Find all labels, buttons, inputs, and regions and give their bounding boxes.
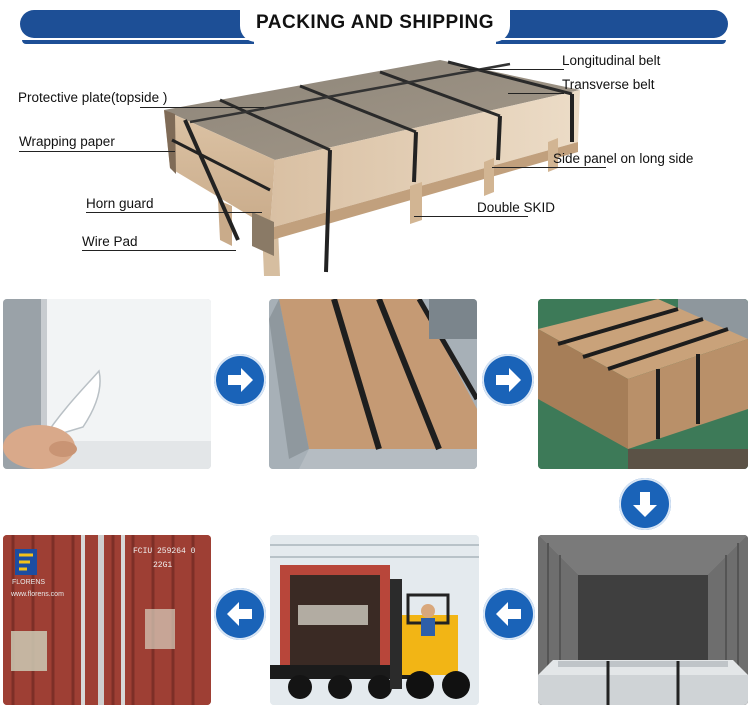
banner-title-box: PACKING AND SHIPPING (240, 4, 510, 42)
leader-wrapping-paper (19, 151, 175, 152)
leader-transverse-belt (508, 93, 564, 94)
leader-protective-plate (140, 107, 264, 108)
arrow-right-icon (214, 354, 266, 406)
arrow-right-icon (482, 354, 534, 406)
label-wire-pad: Wire Pad (82, 234, 138, 249)
container-website-text: www.florens.com (11, 591, 64, 598)
photo-forklift-loading (270, 535, 479, 705)
banner-stripe-left (22, 40, 254, 44)
leader-longitudinal-belt (460, 69, 564, 70)
pallet-long-side (270, 90, 580, 228)
page-title: PACKING AND SHIPPING (255, 12, 495, 33)
leader-wire-pad (82, 250, 236, 251)
leader-double-skid (414, 216, 528, 217)
leader-horn-guard (86, 212, 262, 213)
arrow-left-icon (483, 588, 535, 640)
arrow-down-icon (619, 478, 671, 530)
label-longitudinal-belt: Longitudinal belt (562, 53, 661, 68)
banner-bar-right (500, 10, 728, 38)
label-wrapping-paper: Wrapping paper (19, 134, 115, 149)
banner-stripe-right (496, 40, 726, 44)
container-code-text: 22G1 (153, 561, 173, 570)
photo-strapped-plates (269, 299, 477, 469)
photo-container-door: FLORENS www.florens.com FCIU 259264 0 22… (3, 535, 211, 705)
pallet-diagram: Longitudinal belt Transverse belt Protec… (0, 50, 750, 290)
leader-side-panel (492, 167, 606, 168)
photo-container-interior (538, 535, 748, 705)
photo-protective-film (3, 299, 211, 469)
container-number-text: FCIU 259264 0 (133, 547, 196, 556)
label-transverse-belt: Transverse belt (562, 77, 655, 92)
pallet-top (164, 60, 580, 160)
photo-packed-pallets (538, 299, 748, 469)
label-double-skid: Double SKID (477, 200, 556, 215)
banner-bar-left (20, 10, 250, 38)
label-side-panel: Side panel on long side (553, 151, 694, 166)
arrow-left-icon (214, 588, 266, 640)
horn-guard (252, 212, 274, 256)
pallet-illustration (164, 60, 580, 276)
container-brand-text: FLORENS (12, 579, 46, 586)
label-horn-guard: Horn guard (86, 196, 154, 211)
header-banner: PACKING AND SHIPPING (0, 0, 750, 50)
label-protective-plate: Protective plate(topside ) (18, 90, 168, 105)
